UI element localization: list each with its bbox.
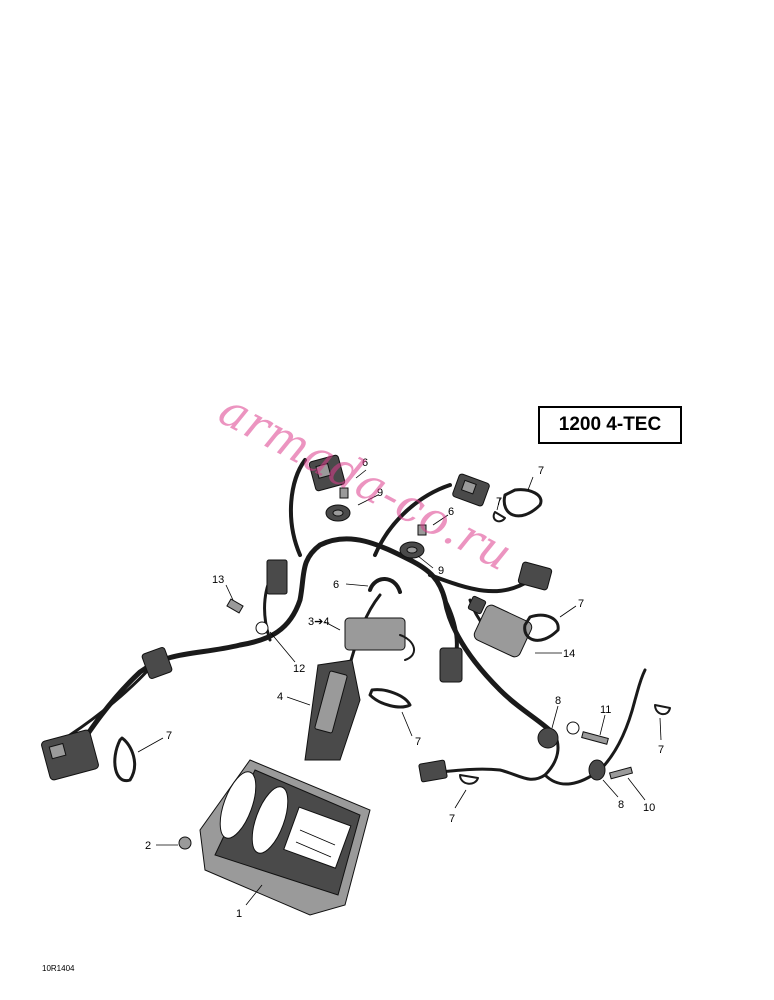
callout-1: 1 <box>236 908 242 920</box>
ecm-module-part-1 <box>199 759 371 916</box>
callout-6-top-center: 6 <box>448 506 454 518</box>
callout-8-lower: 8 <box>618 799 624 811</box>
callout-6-top-left: 6 <box>362 457 368 469</box>
connector-right <box>517 561 553 591</box>
connector-top-left <box>308 454 346 492</box>
callout-9-upper: 9 <box>377 487 383 499</box>
callout-6-middle: 6 <box>333 579 339 591</box>
callout-11: 11 <box>600 704 611 716</box>
clamp-loops <box>113 488 671 785</box>
callout-7-center: 7 <box>415 736 421 748</box>
callout-10: 10 <box>643 802 655 814</box>
callout-7-far-right: 7 <box>658 744 664 756</box>
module-part-3 <box>344 617 415 661</box>
callout-3: 3➔4 <box>308 616 329 628</box>
callout-9-lower: 9 <box>438 565 444 577</box>
reference-code: 10R1404 <box>42 964 75 973</box>
connector-bottom-center <box>418 759 448 783</box>
callout-7-bottom: 7 <box>449 813 455 825</box>
callout-7-small: 7 <box>496 496 502 508</box>
callout-14: 14 <box>563 648 575 660</box>
model-label: 1200 4-TEC <box>558 414 662 435</box>
bracket-part-4 <box>304 659 361 761</box>
callout-8-upper: 8 <box>555 695 561 707</box>
callout-7-left: 7 <box>166 730 172 742</box>
sensor-part-14 <box>467 595 533 658</box>
callout-7-right: 7 <box>578 598 584 610</box>
connector-middle-low <box>439 647 463 683</box>
callout-2: 2 <box>145 840 151 852</box>
callout-7-top-right: 7 <box>538 465 544 477</box>
connector-middle-left <box>266 559 288 595</box>
callout-numbers: 1 2 3➔4 4 6 6 6 9 9 7 7 7 7 7 7 7 8 8 10… <box>145 457 664 920</box>
loop-part-6 <box>368 577 402 594</box>
connector-left <box>141 647 173 679</box>
connector-far-left <box>41 729 99 781</box>
grommets <box>325 504 606 781</box>
callout-leaders <box>137 469 662 906</box>
callout-12: 12 <box>293 663 305 675</box>
screws <box>178 487 634 850</box>
connector-top-center <box>452 473 490 507</box>
callout-13: 13 <box>212 574 224 586</box>
callout-4: 4 <box>277 691 283 703</box>
model-label-box: 1200 4-TEC <box>538 406 682 444</box>
ring-terminals <box>255 621 580 735</box>
